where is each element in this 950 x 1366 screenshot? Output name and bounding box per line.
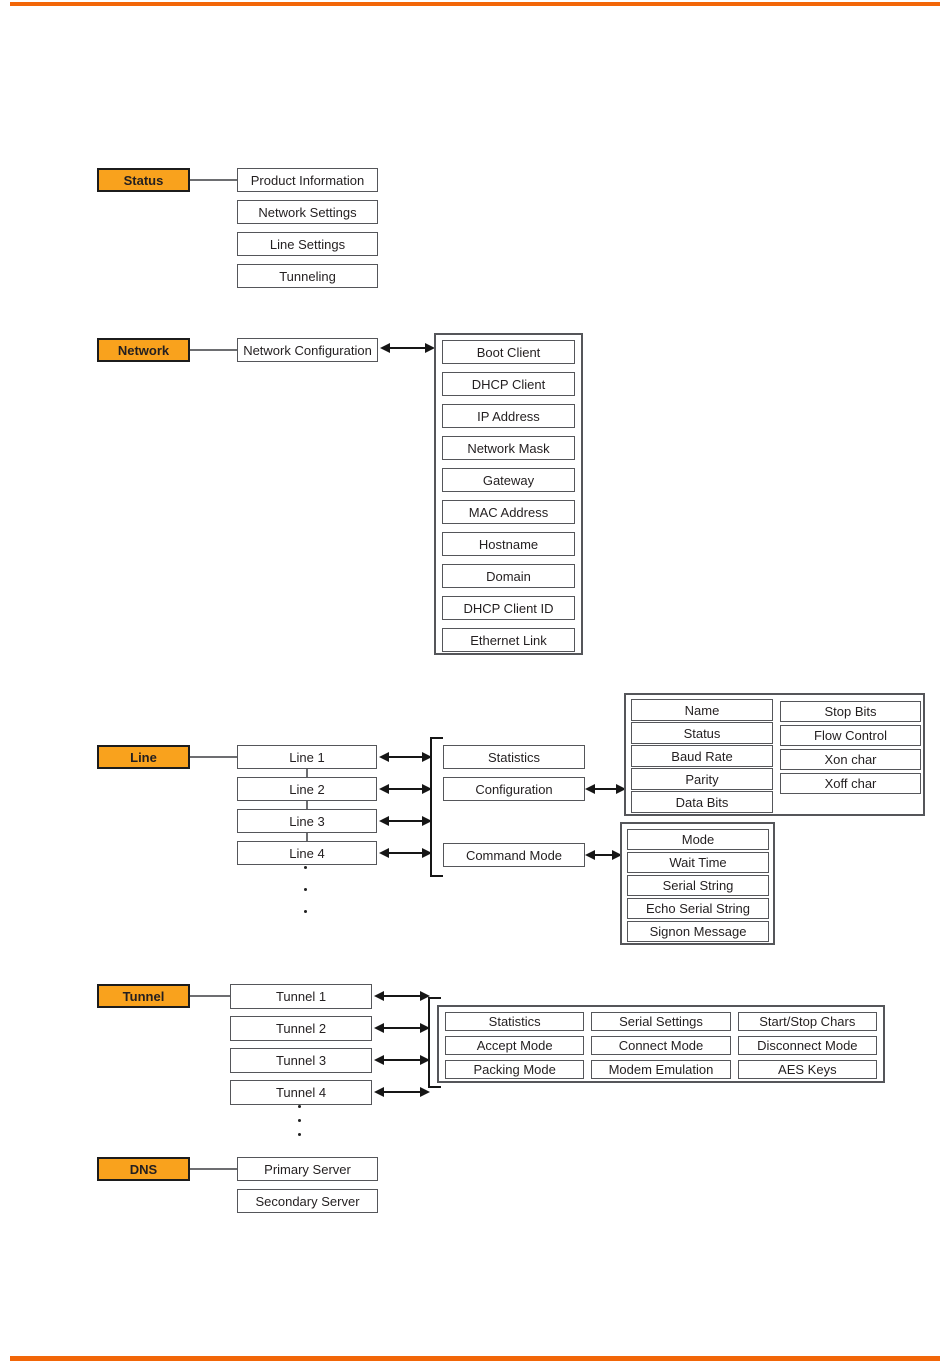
network-item-domain: Domain: [442, 564, 575, 588]
dns-root-node: DNS: [97, 1157, 190, 1181]
network-item-ethernet-link: Ethernet Link: [442, 628, 575, 652]
tunnel-3-node: Tunnel 3: [230, 1048, 372, 1073]
top-accent-bar: [10, 2, 940, 6]
tunnel-item-start-stop-chars: Start/Stop Chars: [737, 1012, 877, 1031]
double-arrow-icon: [585, 784, 626, 794]
connector-line: [306, 769, 308, 777]
network-root-node: Network: [97, 338, 190, 362]
status-item-tunneling: Tunneling: [237, 264, 378, 288]
tunnel-item-statistics: Statistics: [445, 1012, 585, 1031]
dns-item-secondary-server: Secondary Server: [237, 1189, 378, 1213]
line-4-node: Line 4: [237, 841, 377, 865]
config-item-xoff-char: Xoff char: [780, 773, 921, 794]
command-mode-item-serial-string: Serial String: [627, 875, 769, 896]
double-arrow-icon: [374, 1055, 430, 1065]
line-configuration-right-column: Stop Bits Flow Control Xon char Xoff cha…: [780, 701, 921, 794]
config-item-xon-char: Xon char: [780, 749, 921, 770]
bottom-accent-bar: [10, 1356, 940, 1361]
config-item-stop-bits: Stop Bits: [780, 701, 921, 722]
connector-line: [190, 349, 237, 351]
config-item-status: Status: [631, 722, 773, 744]
connector-line: [306, 801, 308, 809]
ellipsis-dots: [304, 866, 307, 913]
connector-line: [190, 756, 237, 758]
line-submenu-statistics: Statistics: [443, 745, 585, 769]
double-arrow-icon: [374, 1023, 430, 1033]
tunnel-item-aes-keys: AES Keys: [737, 1060, 877, 1079]
double-arrow-icon: [374, 991, 430, 1001]
line-2-node: Line 2: [237, 777, 377, 801]
connector-line: [190, 1168, 237, 1170]
config-item-flow-control: Flow Control: [780, 725, 921, 746]
network-configuration-node: Network Configuration: [237, 338, 378, 362]
network-item-gateway: Gateway: [442, 468, 575, 492]
command-mode-item-echo-serial-string: Echo Serial String: [627, 898, 769, 919]
config-item-baud-rate: Baud Rate: [631, 745, 773, 767]
status-root-node: Status: [97, 168, 190, 192]
tunnel-item-connect-mode: Connect Mode: [591, 1036, 731, 1055]
network-item-dhcp-client-id: DHCP Client ID: [442, 596, 575, 620]
network-item-mac-address: MAC Address: [442, 500, 575, 524]
command-mode-item-mode: Mode: [627, 829, 769, 850]
tunnel-item-modem-emulation: Modem Emulation: [591, 1060, 731, 1079]
status-item-product-information: Product Information: [237, 168, 378, 192]
network-item-ip-address: IP Address: [442, 404, 575, 428]
status-item-network-settings: Network Settings: [237, 200, 378, 224]
bracket: [430, 737, 443, 877]
command-mode-column: Mode Wait Time Serial String Echo Serial…: [627, 829, 769, 942]
line-submenu-configuration: Configuration: [443, 777, 585, 801]
network-item-boot-client: Boot Client: [442, 340, 575, 364]
connector-line: [306, 833, 308, 841]
command-mode-item-signon-message: Signon Message: [627, 921, 769, 942]
tunnel-item-disconnect-mode: Disconnect Mode: [737, 1036, 877, 1055]
tunnel-item-accept-mode: Accept Mode: [445, 1036, 585, 1055]
line-root-node: Line: [97, 745, 190, 769]
line-configuration-left-column: Name Status Baud Rate Parity Data Bits: [631, 699, 773, 813]
tunnel-item-serial-settings: Serial Settings: [591, 1012, 731, 1031]
double-arrow-icon: [374, 1087, 430, 1097]
double-arrow-icon: [380, 343, 435, 353]
tunnel-2-node: Tunnel 2: [230, 1016, 372, 1041]
config-item-parity: Parity: [631, 768, 773, 790]
tunnel-root-node: Tunnel: [97, 984, 190, 1008]
tunnel-1-node: Tunnel 1: [230, 984, 372, 1009]
tunnel-items-container: Statistics Serial Settings Start/Stop Ch…: [437, 1005, 885, 1083]
line-configuration-container: Name Status Baud Rate Parity Data Bits S…: [624, 693, 925, 816]
tunnel-item-packing-mode: Packing Mode: [445, 1060, 585, 1079]
status-item-line-settings: Line Settings: [237, 232, 378, 256]
network-items-container: Boot Client DHCP Client IP Address Netwo…: [434, 333, 583, 655]
double-arrow-icon: [585, 850, 622, 860]
command-mode-item-wait-time: Wait Time: [627, 852, 769, 873]
line-command-mode-container: Mode Wait Time Serial String Echo Serial…: [620, 822, 775, 945]
dns-item-primary-server: Primary Server: [237, 1157, 378, 1181]
tunnel-4-node: Tunnel 4: [230, 1080, 372, 1105]
network-item-network-mask: Network Mask: [442, 436, 575, 460]
bracket: [428, 997, 441, 1088]
connector-line: [190, 179, 237, 181]
line-3-node: Line 3: [237, 809, 377, 833]
double-arrow-icon: [379, 816, 432, 826]
double-arrow-icon: [379, 784, 432, 794]
config-item-name: Name: [631, 699, 773, 721]
double-arrow-icon: [379, 752, 432, 762]
line-1-node: Line 1: [237, 745, 377, 769]
double-arrow-icon: [379, 848, 432, 858]
config-item-data-bits: Data Bits: [631, 791, 773, 813]
network-item-dhcp-client: DHCP Client: [442, 372, 575, 396]
line-submenu-command-mode: Command Mode: [443, 843, 585, 867]
network-item-hostname: Hostname: [442, 532, 575, 556]
connector-line: [190, 995, 230, 997]
ellipsis-dots: [298, 1105, 301, 1136]
